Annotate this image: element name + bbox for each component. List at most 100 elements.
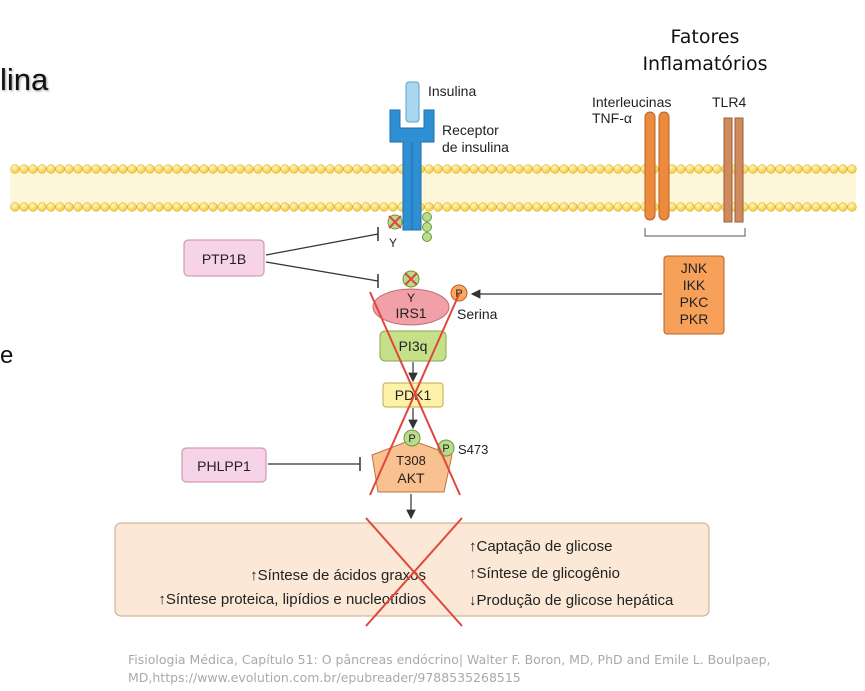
- lipid-head: [109, 202, 119, 212]
- lipid-head: [748, 164, 758, 174]
- lipid-head: [784, 164, 794, 174]
- receptor-p-dot-3: [422, 232, 432, 242]
- lipid-head: [757, 202, 767, 212]
- receptor-label-2: de insulina: [442, 139, 509, 155]
- lipid-head: [343, 202, 353, 212]
- lipid-head: [280, 164, 290, 174]
- insulin-molecule: [405, 81, 420, 123]
- s473-label: S473: [458, 442, 488, 457]
- lipid-head: [703, 202, 713, 212]
- lipid-head: [631, 164, 641, 174]
- lipid-head: [595, 202, 605, 212]
- lipid-head: [847, 164, 857, 174]
- lipid-head: [244, 164, 254, 174]
- lipid-head: [28, 202, 38, 212]
- lipid-head: [676, 164, 686, 174]
- lipid-head: [19, 164, 29, 174]
- pdk1-box: [382, 382, 444, 408]
- lipid-head: [541, 202, 551, 212]
- lipid-head: [487, 202, 497, 212]
- lipid-head: [298, 202, 308, 212]
- lipid-head: [694, 164, 704, 174]
- lipid-head: [154, 164, 164, 174]
- lipid-head: [91, 202, 101, 212]
- lipid-head: [766, 164, 776, 174]
- pi3q-label: PI3q: [399, 338, 428, 354]
- lipid-head: [352, 202, 362, 212]
- tlr4-label: TLR4: [712, 94, 746, 110]
- lipid-head: [532, 202, 542, 212]
- tlr4-receptor: [723, 117, 744, 223]
- lipid-head: [496, 164, 506, 174]
- membrane-inner-layer: [10, 202, 857, 212]
- lipid-head: [100, 164, 110, 174]
- lipid-head: [703, 164, 713, 174]
- lipid-head: [37, 202, 47, 212]
- lipid-head: [676, 202, 686, 212]
- receptor-p-cross-b: [388, 215, 402, 229]
- lipid-head: [379, 202, 389, 212]
- lipid-head: [460, 164, 470, 174]
- lipid-head: [190, 202, 200, 212]
- lipid-head: [766, 202, 776, 212]
- effects-cross-b: [365, 517, 463, 627]
- lipid-head: [316, 164, 326, 174]
- effect-glycogen-synthesis: ↑Síntese de glicogênio: [469, 565, 620, 582]
- ptp1b-inhibit-receptor-line: [265, 233, 379, 256]
- lipid-head: [784, 202, 794, 212]
- lipid-head: [541, 164, 551, 174]
- tlr4-chain-2: [734, 117, 744, 223]
- ptp1b-box: [183, 239, 265, 277]
- effects-blocked-cross: [365, 517, 463, 627]
- lipid-head: [181, 202, 191, 212]
- lipid-head: [478, 164, 488, 174]
- lipid-head: [622, 202, 632, 212]
- lipid-head: [550, 164, 560, 174]
- lipid-head: [370, 202, 380, 212]
- lipid-head: [19, 202, 29, 212]
- lipid-head: [10, 202, 20, 212]
- lipid-head: [271, 164, 281, 174]
- lipid-head: [388, 164, 398, 174]
- lipid-head: [100, 202, 110, 212]
- lipid-head: [532, 164, 542, 174]
- receptor-p-dot-2: [422, 222, 432, 232]
- lipid-head: [208, 202, 218, 212]
- irs1-y-label: Y: [407, 291, 415, 305]
- interleukin-chain-2: [658, 111, 670, 221]
- lipid-head: [226, 202, 236, 212]
- lipid-head: [829, 164, 839, 174]
- lipid-head: [127, 202, 137, 212]
- lipid-head: [451, 164, 461, 174]
- lipid-head: [460, 202, 470, 212]
- lipid-head: [82, 164, 92, 174]
- kinase-pkc: PKC: [680, 294, 709, 310]
- phlpp1-label: PHLPP1: [197, 458, 251, 474]
- lipid-head: [55, 164, 65, 174]
- interleucinas-label: Interleucinas: [592, 94, 671, 110]
- lipid-head: [811, 164, 821, 174]
- lipid-head: [235, 164, 245, 174]
- lipid-head: [793, 164, 803, 174]
- tlr4-chain-1: [723, 117, 733, 223]
- effect-hepatic-glucose: ↓Produção de glicose hepática: [469, 592, 674, 609]
- lipid-head: [604, 164, 614, 174]
- lipid-head: [604, 202, 614, 212]
- lipid-head: [568, 164, 578, 174]
- lipid-head: [613, 202, 623, 212]
- lipid-head: [307, 202, 317, 212]
- lipid-head: [118, 202, 128, 212]
- lipid-head: [163, 164, 173, 174]
- lipid-head: [433, 202, 443, 212]
- lipid-head: [829, 202, 839, 212]
- lipid-head: [559, 202, 569, 212]
- kinases-box: [663, 255, 725, 335]
- lipid-head: [388, 202, 398, 212]
- lipid-head: [505, 202, 515, 212]
- lipid-head: [55, 202, 65, 212]
- lipid-head: [253, 202, 263, 212]
- lipid-head: [757, 164, 767, 174]
- lipid-head: [442, 202, 452, 212]
- side-text-fragment: e: [0, 342, 14, 369]
